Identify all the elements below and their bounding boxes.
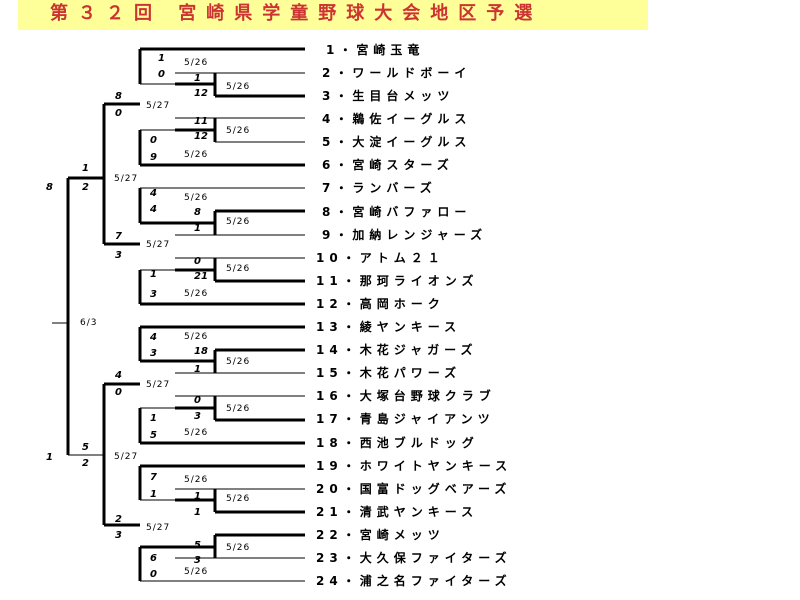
team-19: 19・ホワイトヤンキース (316, 459, 513, 473)
score-r1-team15: 1 (194, 364, 201, 375)
score-qf-c-bottom: 0 (115, 387, 122, 398)
score-r1-team9: 1 (194, 223, 201, 234)
team-12: 12・高岡ホーク (316, 297, 445, 311)
date-r2-m8: 5/26 (184, 567, 209, 577)
score-r2-team6: 9 (150, 152, 157, 163)
score-final-top: 8 (46, 182, 53, 193)
date-final: 6/3 (80, 318, 98, 328)
score-r1-team11: 21 (194, 271, 208, 282)
team-15: 15・木花パワーズ (316, 366, 462, 380)
date-r1-m6: 5/26 (226, 404, 251, 414)
score-r1-team4: 11 (194, 116, 208, 127)
score-r1-team22: 5 (194, 540, 201, 551)
score-r1-team14: 18 (194, 346, 208, 357)
date-qf-b: 5/27 (146, 240, 171, 250)
score-r1-team23: 3 (194, 555, 201, 566)
score-final-bottom: 1 (46, 452, 53, 463)
score-r1-team16: 0 (194, 395, 201, 406)
score-r1-team5: 12 (194, 131, 208, 142)
title-bar: 第３２回 宮崎県学童野球大会地区予選 (18, 0, 648, 30)
date-r2-m4: 5/26 (184, 289, 209, 299)
score-r2-w89: 4 (150, 204, 157, 215)
score-r1-team20: 1 (194, 491, 201, 502)
date-qf-a: 5/27 (146, 101, 171, 111)
score-r2-team18: 5 (150, 430, 157, 441)
score-qf-d-bottom: 3 (115, 530, 122, 541)
score-qf-b-top: 7 (115, 231, 122, 242)
score-r1-team2: 1 (194, 73, 201, 84)
team-2: 2・ワールドボーイ (322, 66, 472, 80)
score-r2-team7: 4 (150, 188, 157, 199)
date-r1-m8: 5/26 (226, 543, 251, 553)
score-r2-team19: 7 (150, 472, 157, 483)
team-5: 5・大淀イーグルス (322, 135, 472, 149)
team-16: 16・大塚台野球クラブ (316, 389, 496, 403)
score-r2-w1617: 1 (150, 413, 157, 424)
score-qf-a-bottom: 0 (115, 108, 122, 119)
team-9: 9・加納レンジャーズ (322, 228, 488, 242)
team-18: 18・西池ブルドッグ (316, 436, 479, 450)
team-10: 10・アトム２１ (316, 251, 445, 265)
date-qf-d: 5/27 (146, 523, 171, 533)
team-24: 24・浦之名ファイターズ (316, 574, 512, 588)
team-11: 11・那珂ライオンズ (316, 274, 479, 288)
team-17: 17・青島ジャイアンツ (316, 412, 495, 426)
date-r2-m6: 5/26 (184, 428, 209, 438)
score-r2-w45: 0 (150, 135, 157, 146)
team-7: 7・ランバーズ (322, 181, 437, 195)
team-3: 3・生目台メッツ (322, 89, 455, 103)
date-r2-m2: 5/26 (184, 150, 209, 160)
date-r1-m2: 5/26 (226, 126, 251, 136)
date-sf-top: 5/27 (114, 174, 139, 184)
score-sf-top-b: 2 (82, 182, 89, 193)
score-qf-a-top: 8 (115, 91, 122, 102)
score-sf-bottom-b: 2 (82, 458, 89, 469)
score-r2-team1: 1 (158, 53, 165, 64)
date-r1-m1: 5/26 (226, 82, 251, 92)
score-qf-c-top: 4 (115, 370, 122, 381)
team-20: 20・国富ドッグベアーズ (316, 482, 512, 496)
score-qf-d-top: 2 (115, 514, 122, 525)
score-r2-team13: 4 (150, 332, 157, 343)
team-8: 8・宮崎バファロー (322, 205, 472, 219)
date-r2-m3: 5/26 (184, 193, 209, 203)
date-qf-c: 5/27 (146, 380, 171, 390)
page-title: 第３２回 宮崎県学童野球大会地区予選 (50, 3, 543, 24)
team-6: 6・宮崎スターズ (322, 158, 454, 172)
team-21: 21・清武ヤンキース (316, 505, 479, 519)
score-r1-team10: 0 (194, 256, 201, 267)
score-r1-team3: 12 (194, 88, 208, 99)
score-r2-team24: 0 (150, 569, 157, 580)
date-r1-m7: 5/26 (226, 494, 251, 504)
score-r2-w2223: 6 (150, 553, 157, 564)
score-r2-w23: 0 (158, 69, 165, 80)
date-r2-m5: 5/26 (184, 332, 209, 342)
team-1: 1・宮崎玉竜 (326, 43, 425, 57)
team-23: 23・大久保ファイターズ (316, 551, 512, 565)
date-r1-m4: 5/26 (226, 264, 251, 274)
date-r1-m5: 5/26 (226, 357, 251, 367)
team-13: 13・綾ヤンキース (316, 320, 462, 334)
score-r2-w1415: 3 (150, 348, 157, 359)
score-qf-b-bottom: 3 (115, 250, 122, 261)
score-r2-w2021: 1 (150, 489, 157, 500)
score-sf-top-a: 1 (82, 163, 89, 174)
score-sf-bottom-a: 5 (82, 442, 89, 453)
date-r2-m1: 5/26 (184, 58, 209, 68)
team-4: 4・鵜佐イーグルス (322, 112, 472, 126)
score-r2-team12: 3 (150, 289, 157, 300)
date-r2-m7: 5/26 (184, 475, 209, 485)
score-r2-w1011: 1 (150, 269, 157, 280)
score-r1-team17: 3 (194, 411, 201, 422)
score-r1-team21: 1 (194, 507, 201, 518)
score-r1-team8: 8 (194, 207, 201, 218)
team-14: 14・木花ジャガーズ (316, 343, 478, 357)
date-r1-m3: 5/26 (226, 217, 251, 227)
team-22: 22・宮崎メッツ (316, 528, 445, 542)
date-sf-bottom: 5/27 (114, 452, 139, 462)
